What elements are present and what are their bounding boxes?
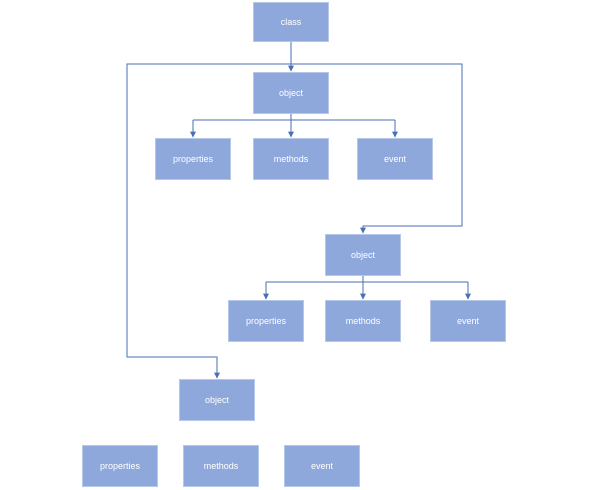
methods-node-2-label: methods: [345, 316, 381, 326]
connector-class-to-object-3: [126, 63, 291, 379]
methods-node-3: methods: [183, 445, 259, 487]
methods-node-1: methods: [253, 138, 329, 180]
object-node-2-label: object: [350, 250, 376, 260]
properties-node-1: properties: [155, 138, 231, 180]
event-node-3: event: [284, 445, 360, 487]
object-node-3-label: object: [204, 395, 230, 405]
event-node-2: event: [430, 300, 506, 342]
event-node-1-label: event: [383, 154, 407, 164]
methods-node-2: methods: [325, 300, 401, 342]
properties-node-1-label: properties: [172, 154, 214, 164]
properties-node-3: properties: [82, 445, 158, 487]
event-node-1: event: [357, 138, 433, 180]
class-node: class: [253, 2, 329, 42]
object-node-1-label: object: [278, 88, 304, 98]
class-node-label: class: [280, 17, 302, 27]
object-node-1: object: [253, 72, 329, 114]
properties-node-2-label: properties: [245, 316, 287, 326]
properties-node-3-label: properties: [99, 461, 141, 471]
event-node-3-label: event: [310, 461, 334, 471]
properties-node-2: properties: [228, 300, 304, 342]
object-node-2: object: [325, 234, 401, 276]
object-node-3: object: [179, 379, 255, 421]
event-node-2-label: event: [456, 316, 480, 326]
methods-node-1-label: methods: [273, 154, 309, 164]
methods-node-3-label: methods: [203, 461, 239, 471]
connector-class-to-object-2: [291, 63, 463, 234]
